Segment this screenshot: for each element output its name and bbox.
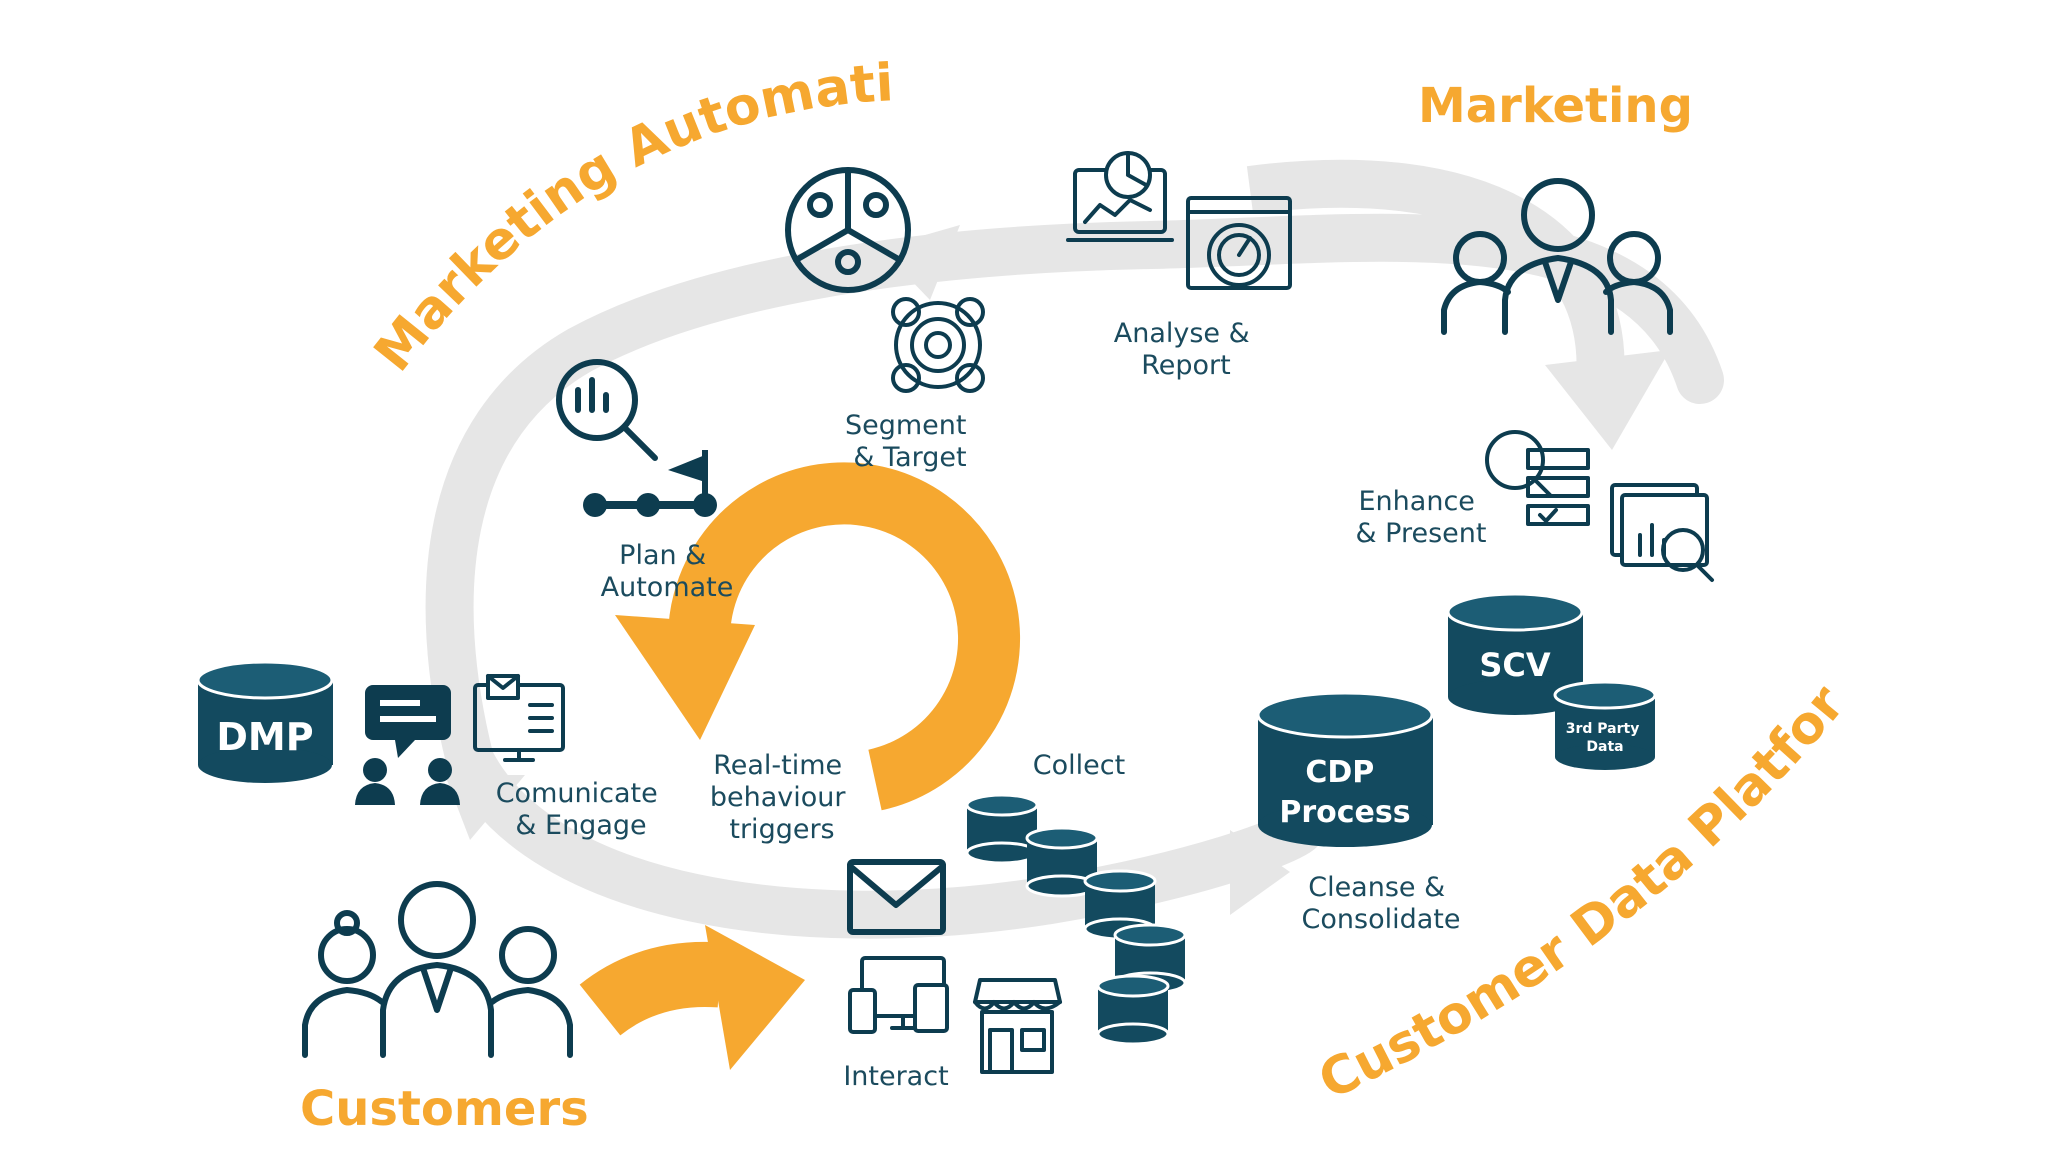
email-envelope-icon [847, 859, 946, 935]
devices-icon [848, 956, 949, 1034]
collect-database-stack-icon [965, 793, 1187, 1046]
roadmap-flag-icon [583, 450, 717, 517]
svg-text:CDP Process: CDP Process [1279, 755, 1410, 830]
svg-text:DMP: DMP [216, 715, 313, 759]
label-cleanse-consolidate: Cleanse & Consolidate [1302, 872, 1461, 935]
label-segment-target: Segment & Target [845, 410, 975, 473]
process-loop [425, 159, 1724, 939]
label-realtime-triggers: Real-time behaviour triggers [710, 750, 854, 845]
marketing-team-icon [1441, 178, 1673, 335]
magnifier-chart-icon [556, 359, 658, 461]
laptop-analytics-icon [1066, 151, 1174, 242]
heading-customers: Customers [300, 1081, 589, 1137]
label-interact: Interact [843, 1061, 948, 1092]
heading-marketing: Marketing [1418, 78, 1693, 134]
svg-text:3rd Party Data: 3rd Party Data [1566, 721, 1644, 755]
dashboard-gauge-icon [1186, 196, 1292, 290]
svg-text:SCV: SCV [1479, 646, 1551, 684]
report-search-icon [1610, 483, 1714, 582]
orange-trigger-arrow [615, 462, 1021, 811]
customers-group-icon [302, 881, 573, 1058]
orange-interact-arrow [579, 925, 805, 1070]
chat-conversation-icon [355, 685, 460, 805]
scv-database-icon: SCV [1446, 592, 1584, 715]
monitor-email-icon [473, 674, 565, 762]
checklist-search-icon [1485, 430, 1590, 526]
heading-marketing-automation: Marketing Automation [0, 0, 895, 383]
label-enhance-present: Enhance & Present [1356, 486, 1487, 549]
storefront-icon [973, 978, 1062, 1074]
label-collect: Collect [1033, 750, 1125, 781]
cdp-database-icon: CDP Process [1256, 691, 1434, 847]
third-party-database-icon: 3rd Party Data [1553, 680, 1657, 770]
target-network-icon [891, 297, 985, 393]
label-analyse-report: Analyse & Report [1114, 318, 1259, 381]
label-communicate-engage: Comunicate & Engage [496, 778, 667, 841]
dmp-database-icon: DMP [196, 660, 334, 783]
audience-segments-icon [785, 167, 911, 293]
label-plan-automate: Plan & Automate [601, 540, 734, 603]
